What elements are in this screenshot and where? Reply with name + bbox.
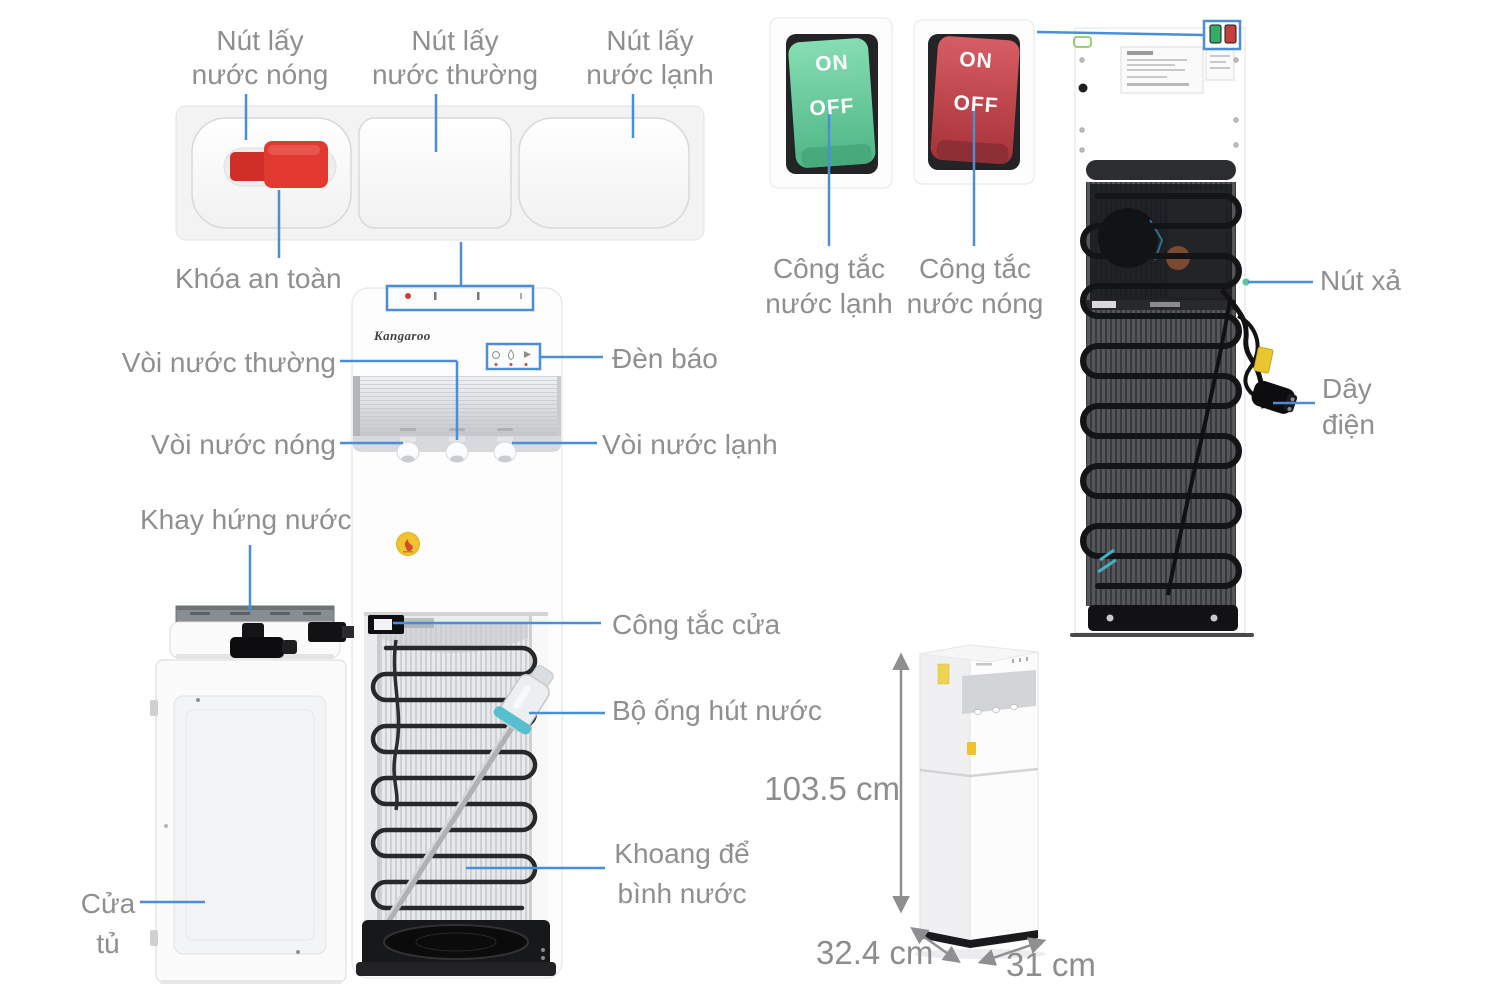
rear-red-switch — [1224, 24, 1237, 44]
indicator-frame — [485, 342, 542, 371]
condenser-coil — [1080, 193, 1242, 589]
label-door-switch: Công tắc cửa — [612, 609, 781, 640]
dimension-view — [892, 644, 1047, 966]
spec-sticker — [1120, 46, 1235, 94]
rear-green-switch — [1209, 24, 1222, 44]
bottle-bay-interior — [356, 612, 556, 976]
label-bottle-bay: Khoang để bình nước — [614, 838, 750, 909]
dimension-height: 103.5 cm — [764, 770, 900, 807]
water-taps — [396, 435, 517, 463]
drip-tray-image — [169, 605, 354, 659]
back-view — [1070, 24, 1298, 637]
label-hot-switch: Công tắc nước nóng — [906, 253, 1044, 319]
panel-screws — [1079, 57, 1239, 153]
label-indicator-lights: Đèn báo — [612, 343, 718, 374]
label-drip-tray: Khay hứng nước — [140, 504, 352, 535]
label-normal-water-button: Nút lấy nước thường — [371, 25, 539, 90]
cold-switch-off-text: OFF — [808, 94, 856, 121]
label-drain-button: Nút xả — [1320, 265, 1401, 296]
label-normal-tap: Vòi nước thường — [121, 347, 336, 378]
callout-lines — [140, 30, 1315, 904]
label-cold-switch: Công tắc nước lạnh — [765, 253, 893, 319]
indicator-lights — [492, 349, 531, 366]
label-cold-tap: Vòi nước lạnh — [602, 429, 778, 460]
rear-vent — [1086, 160, 1236, 180]
cold-water-button-image — [518, 117, 690, 229]
cold-switch-rocker — [788, 38, 876, 168]
warning-sticker — [396, 532, 420, 556]
label-power-cord: Dây điện — [1322, 373, 1375, 440]
safety-lock-slider — [223, 141, 337, 188]
rear-drain-hole — [1078, 83, 1088, 93]
eco-logo — [1073, 36, 1092, 48]
brand-logo: Kangaroo — [374, 328, 431, 343]
teal-tube-mark — [1097, 548, 1117, 574]
suction-tube-image — [368, 665, 554, 948]
dimension-depth: 32.4 cm — [816, 934, 934, 971]
power-plug — [1251, 380, 1298, 414]
open-door-view — [150, 605, 354, 984]
power-switches-closeup — [769, 17, 1035, 189]
label-suction-tube: Bộ ống hút nước — [612, 695, 822, 726]
label-hot-water-button: Nút lấy nước nóng — [191, 25, 329, 90]
control-panel-closeup — [175, 105, 705, 241]
dimension-width: 31 cm — [1006, 946, 1096, 983]
label-safety-lock: Khóa an toàn — [175, 263, 342, 294]
bottle-seat — [356, 920, 556, 976]
label-hot-tap: Vòi nước nóng — [151, 429, 336, 460]
hot-switch-off-text: OFF — [952, 91, 1000, 118]
label-cold-water-button: Nút lấy nước lạnh — [586, 25, 714, 90]
tray-hinge — [308, 622, 346, 642]
cord-tag — [1253, 346, 1274, 374]
label-cabinet-door: Cửa tủ — [80, 888, 136, 959]
cold-switch-on-text: ON — [814, 50, 850, 77]
top-buttons-edge — [405, 292, 522, 300]
evaporator-coil — [370, 645, 538, 911]
hot-switch-on-text: ON — [958, 47, 994, 74]
cabinet-door-image — [150, 659, 347, 984]
dimension-arrows — [892, 652, 1047, 966]
